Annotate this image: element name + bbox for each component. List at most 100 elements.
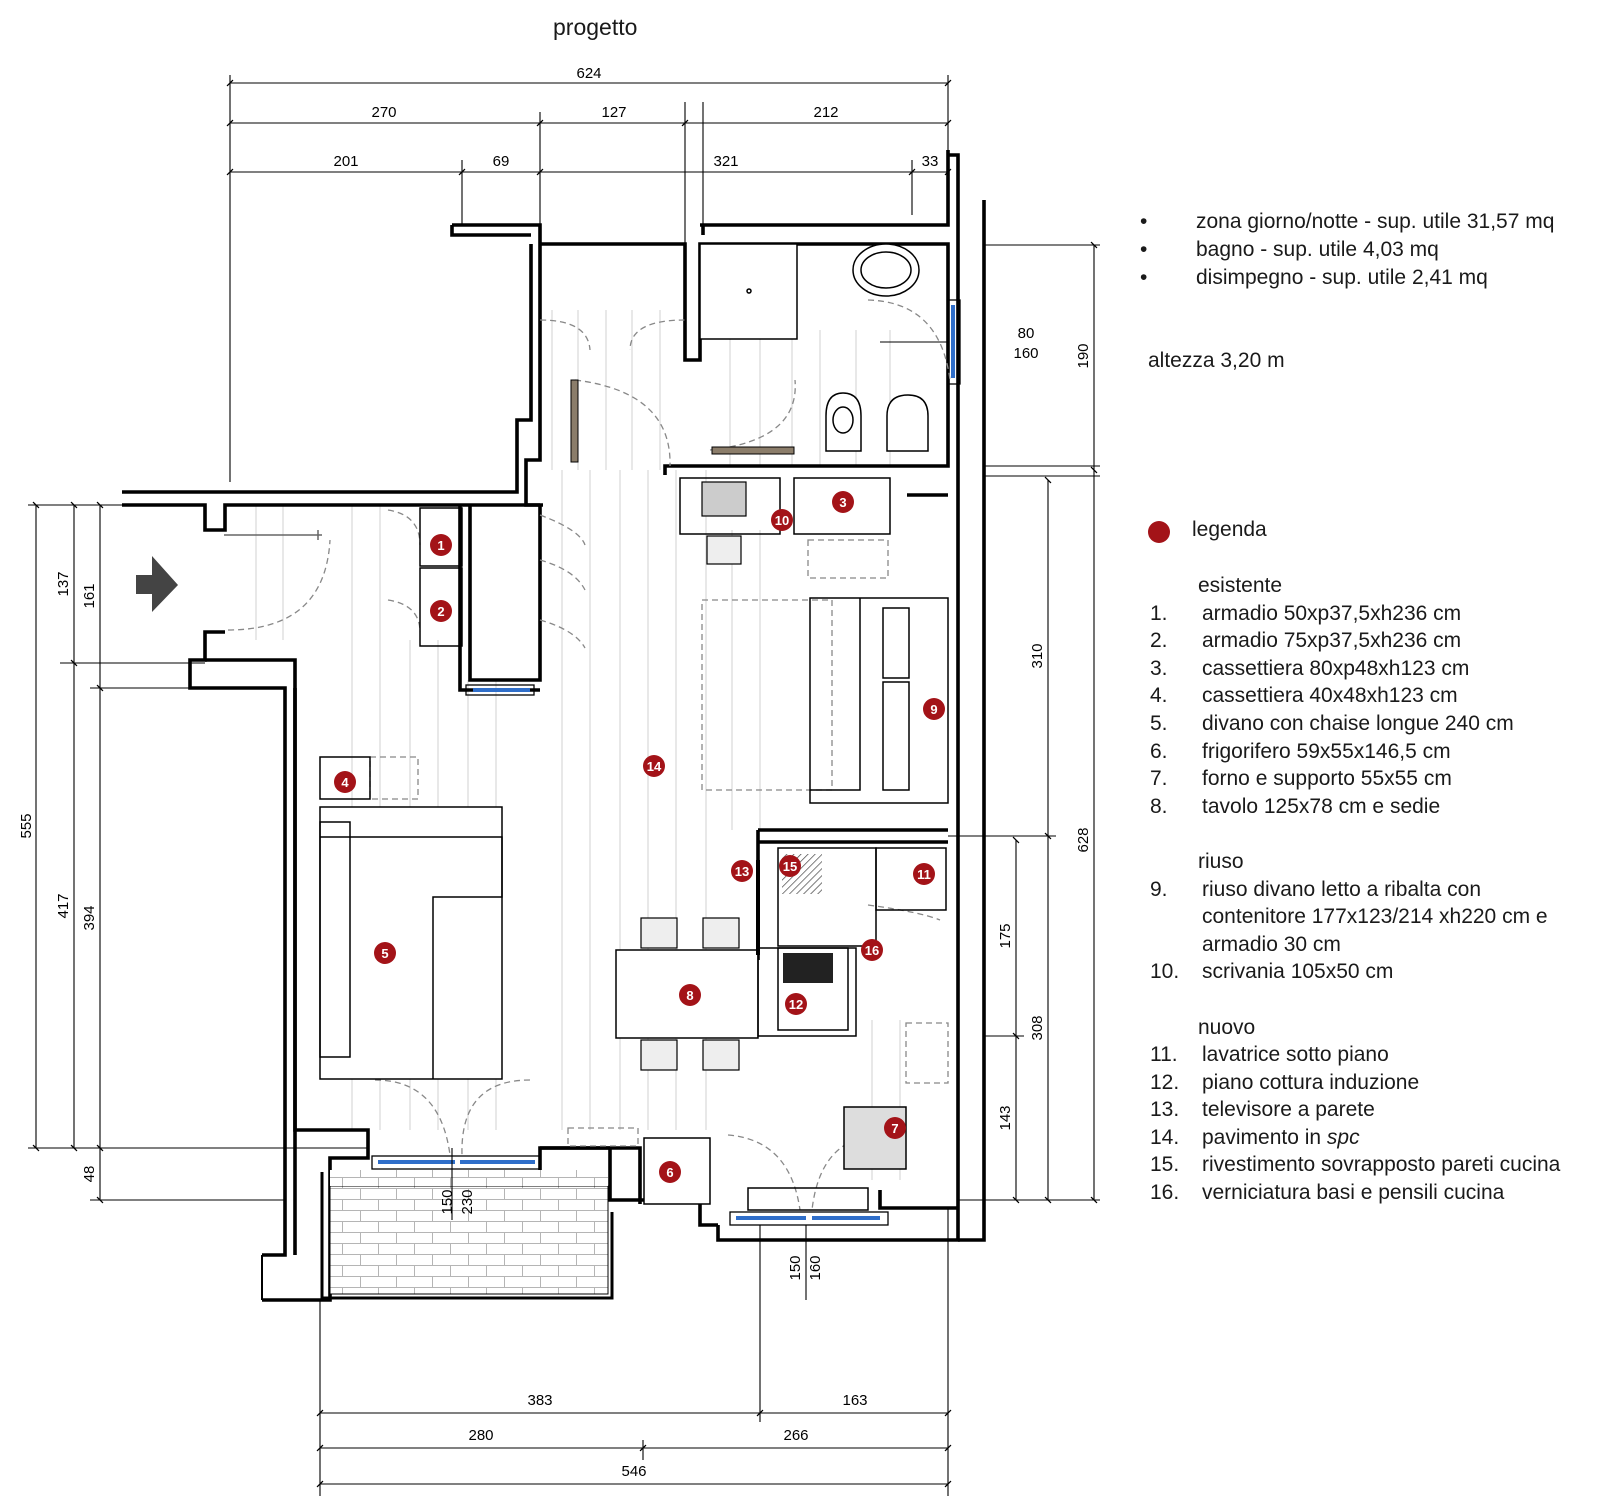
dim-bottom-total: 546 [621, 1463, 646, 1480]
marker-11: 11 [913, 863, 935, 885]
dim-bottom: 280 [468, 1427, 493, 1444]
svg-text:2: 2 [437, 604, 444, 619]
dim-window: 150 [787, 1255, 804, 1280]
marker-7: 7 [884, 1117, 906, 1139]
dim-left: 394 [81, 905, 98, 930]
dim-left: 137 [55, 571, 72, 596]
dim-top: 33 [922, 153, 939, 170]
dim-right: 308 [1029, 1015, 1046, 1040]
marker-15: 15 [779, 855, 801, 877]
dim-top: 212 [813, 104, 838, 121]
balcony [329, 1185, 609, 1295]
bathroom-fixtures [699, 243, 929, 452]
dim-bottom: 266 [783, 1427, 808, 1444]
dim-top: 127 [601, 104, 626, 121]
svg-text:16: 16 [865, 943, 879, 958]
legend-dot-icon [1148, 521, 1170, 543]
legend-item: 9.riuso divano letto a ribalta con conte… [1150, 877, 1548, 956]
summary-line: disimpegno - sup. utile 2,41 mq [1140, 264, 1554, 292]
marker-4: 4 [334, 771, 356, 793]
legend-item: 12.piano cottura induzione [1150, 1070, 1420, 1094]
legend-item: 13.televisore a parete [1150, 1098, 1375, 1122]
dim-right: 175 [997, 923, 1014, 948]
svg-text:9: 9 [930, 702, 937, 717]
dim-window: 80 [1018, 325, 1035, 342]
dim-window: 160 [807, 1255, 824, 1280]
dimension-lines [28, 75, 1100, 1496]
svg-text:10: 10 [775, 513, 789, 528]
legend-item: 2.armadio 75xp37,5xh236 cm [1150, 629, 1462, 653]
page-title: progetto [553, 14, 638, 40]
legend-group-title: nuovo [1198, 1015, 1256, 1039]
svg-text:14: 14 [647, 759, 662, 774]
legend-list: esistente 1.armadio 50xp37,5xh236 cm 2.a… [1150, 572, 1590, 1207]
dim-top: 69 [493, 153, 510, 170]
entrance-arrow-icon [136, 556, 178, 612]
dim-window: 160 [1013, 345, 1038, 362]
svg-text:7: 7 [891, 1121, 898, 1136]
marker-2: 2 [430, 600, 452, 622]
svg-text:1: 1 [437, 538, 444, 553]
marker-16: 16 [861, 939, 883, 961]
windows [378, 305, 955, 1220]
svg-text:4: 4 [341, 775, 349, 790]
svg-text:8: 8 [686, 988, 693, 1003]
dim-right: 310 [1029, 643, 1046, 668]
svg-text:12: 12 [789, 997, 803, 1012]
legend-item: 16.verniciatura basi e pensili cucina [1150, 1181, 1505, 1205]
marker-12: 12 [785, 993, 807, 1015]
marker-10: 10 [771, 509, 793, 531]
dim-left: 555 [18, 813, 35, 838]
legend-item: 10.scrivania 105x50 cm [1150, 960, 1394, 984]
svg-text:15: 15 [783, 859, 797, 874]
legend-item: 1.armadio 50xp37,5xh236 cm [1150, 601, 1462, 625]
marker-8: 8 [679, 984, 701, 1006]
legend-item: 6.frigorifero 59x55x146,5 cm [1150, 739, 1451, 763]
marker-1: 1 [430, 534, 452, 556]
summary-line: zona giorno/notte - sup. utile 31,57 mq [1140, 208, 1554, 236]
marker-6: 6 [659, 1161, 681, 1183]
marker-13: 13 [731, 860, 753, 882]
svg-text:3: 3 [839, 495, 846, 510]
marker-14: 14 [643, 755, 665, 777]
dim-left: 417 [55, 893, 72, 918]
dim-top: 201 [333, 153, 358, 170]
marker-5: 5 [374, 942, 396, 964]
marker-3: 3 [832, 491, 854, 513]
floor-plan: 624 270 127 212 201 69 321 33 555 137 16… [18, 65, 1100, 1496]
door-swings [227, 299, 951, 1211]
chairs [640, 481, 747, 1071]
svg-text:13: 13 [735, 864, 749, 879]
legend-item: 3.cassettiera 80xp48xh123 cm [1150, 656, 1470, 680]
dim-bottom: 383 [527, 1392, 552, 1409]
legend-group-title: esistente [1198, 574, 1283, 597]
dim-window: 150 [439, 1189, 456, 1214]
legend-item: 5.divano con chaise longue 240 cm [1150, 711, 1514, 735]
legend-item: 8.tavolo 125x78 cm e sedie [1150, 794, 1441, 818]
legend-item: 14.pavimento in spc [1150, 1125, 1360, 1149]
svg-text:11: 11 [917, 867, 931, 882]
dim-right: 628 [1075, 827, 1092, 852]
legend-item: 15.rivestimento sovrapposto pareti cucin… [1150, 1153, 1561, 1177]
dim-top: 321 [713, 153, 738, 170]
svg-text:6: 6 [666, 1165, 673, 1180]
furniture [319, 477, 949, 1211]
ceiling-height: altezza 3,20 m [1148, 349, 1285, 372]
dim-window: 230 [459, 1189, 476, 1214]
legend-item: 4.cassettiera 40x48xh123 cm [1150, 684, 1458, 708]
summary-line: bagno - sup. utile 4,03 mq [1140, 236, 1554, 264]
dim-right: 190 [1075, 343, 1092, 368]
dim-bottom: 163 [842, 1392, 867, 1409]
legend-group-title: riuso [1198, 849, 1244, 873]
svg-text:5: 5 [381, 946, 388, 961]
marker-9: 9 [923, 698, 945, 720]
legend-item: 11.lavatrice sotto piano [1150, 1043, 1389, 1067]
legend-heading: legenda [1192, 518, 1267, 541]
dim-top: 270 [371, 104, 396, 121]
area-summary: zona giorno/notte - sup. utile 31,57 mq … [1140, 208, 1554, 292]
dim-top-total: 624 [576, 65, 601, 82]
legend-item: 7.forno e supporto 55x55 cm [1150, 767, 1452, 791]
dim-left: 48 [81, 1166, 98, 1183]
dim-left: 161 [81, 583, 98, 608]
walls [122, 150, 986, 1302]
